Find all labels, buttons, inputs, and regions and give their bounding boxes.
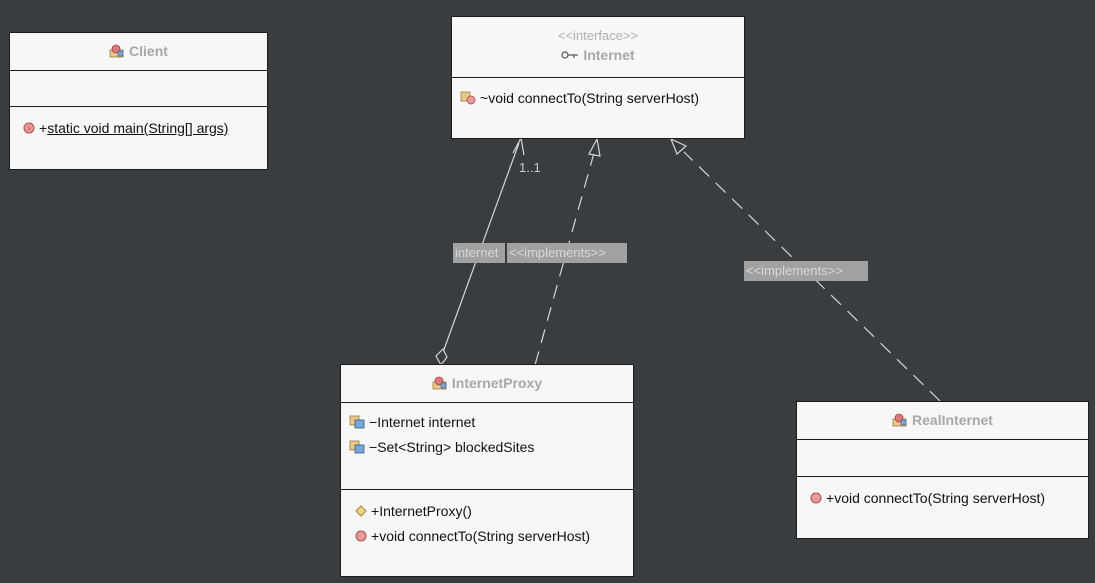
method-visibility: + [371,527,380,544]
class-client[interactable]: Client s +static void main(String[] args… [9,32,268,170]
public-method-icon [355,530,367,541]
method-row[interactable]: +void connectTo(String serverHost) [810,485,1088,510]
implements-label-proxy: <<implements>> [507,243,627,263]
methods-section: +InternetProxy() +void connectTo(String … [341,490,633,548]
field-visibility: − [369,413,378,430]
class-name: Client [129,43,168,59]
method-visibility: + [39,119,48,136]
class-icon [432,376,447,390]
constructor-icon [355,504,367,517]
method-visibility: ~ [480,89,489,106]
field-text: Internet internet [377,413,476,430]
method-row[interactable]: +void connectTo(String serverHost) [355,523,633,548]
class-real-internet[interactable]: RealInternet +void connectTo(String serv… [796,401,1089,539]
class-header: InternetProxy [341,365,633,403]
interface-icon [561,51,579,59]
interface-internet[interactable]: <<interface>> Internet ~void connectTo(S… [451,16,745,139]
aggregation-diamond [435,347,448,367]
public-method-icon: s [23,122,35,133]
method-signature: void connectTo(String serverHost) [379,527,591,544]
class-icon [109,44,124,58]
method-signature: void connectTo(String serverHost) [834,489,1046,506]
method-signature: InternetProxy() [379,502,472,519]
svg-text:s: s [28,126,31,132]
method-row[interactable]: +InternetProxy() [355,498,633,523]
class-header: Client [10,33,267,71]
fields-section [797,440,1088,477]
association-arrowhead [512,136,525,156]
fields-section: −Internet internet −Set<String> blockedS… [341,403,633,490]
realization-line-real [683,151,941,402]
fields-section [10,71,267,107]
private-field-icon [349,415,365,428]
class-header: RealInternet [797,402,1088,440]
field-text: Set<String> blockedSites [377,438,535,455]
multiplicity-label: 1..1 [519,160,541,175]
method-signature: void connectTo(String serverHost) [488,89,700,106]
interface-header: <<interface>> Internet [452,17,744,78]
field-row[interactable]: −Set<String> blockedSites [349,434,633,459]
realization-arrowhead-proxy [588,137,601,157]
public-method-icon [810,492,822,503]
class-icon [892,413,907,427]
method-row[interactable]: ~void connectTo(String serverHost) [460,85,744,110]
method-visibility: + [826,489,835,506]
method-row[interactable]: s +static void main(String[] args) [23,115,267,140]
method-signature: static void main(String[] args) [47,119,229,136]
methods-section: ~void connectTo(String serverHost) [452,78,744,110]
role-label-internet: internet [453,243,505,263]
interface-name: Internet [583,47,635,63]
class-name: RealInternet [912,412,993,428]
realization-arrowhead-real [669,137,688,156]
field-row[interactable]: −Internet internet [349,409,633,434]
realization-line-proxy [534,152,595,366]
methods-section: s +static void main(String[] args) [10,107,267,140]
class-internet-proxy[interactable]: InternetProxy −Internet internet −Set<St… [340,364,634,577]
class-name: InternetProxy [451,375,543,391]
implements-label-real: <<implements>> [744,261,868,281]
private-field-icon [349,440,365,453]
stereotype-label: <<interface>> [557,28,639,43]
method-visibility: + [371,502,380,519]
field-visibility: − [369,438,378,455]
package-method-icon [460,91,476,104]
methods-section: +void connectTo(String serverHost) [797,477,1088,510]
